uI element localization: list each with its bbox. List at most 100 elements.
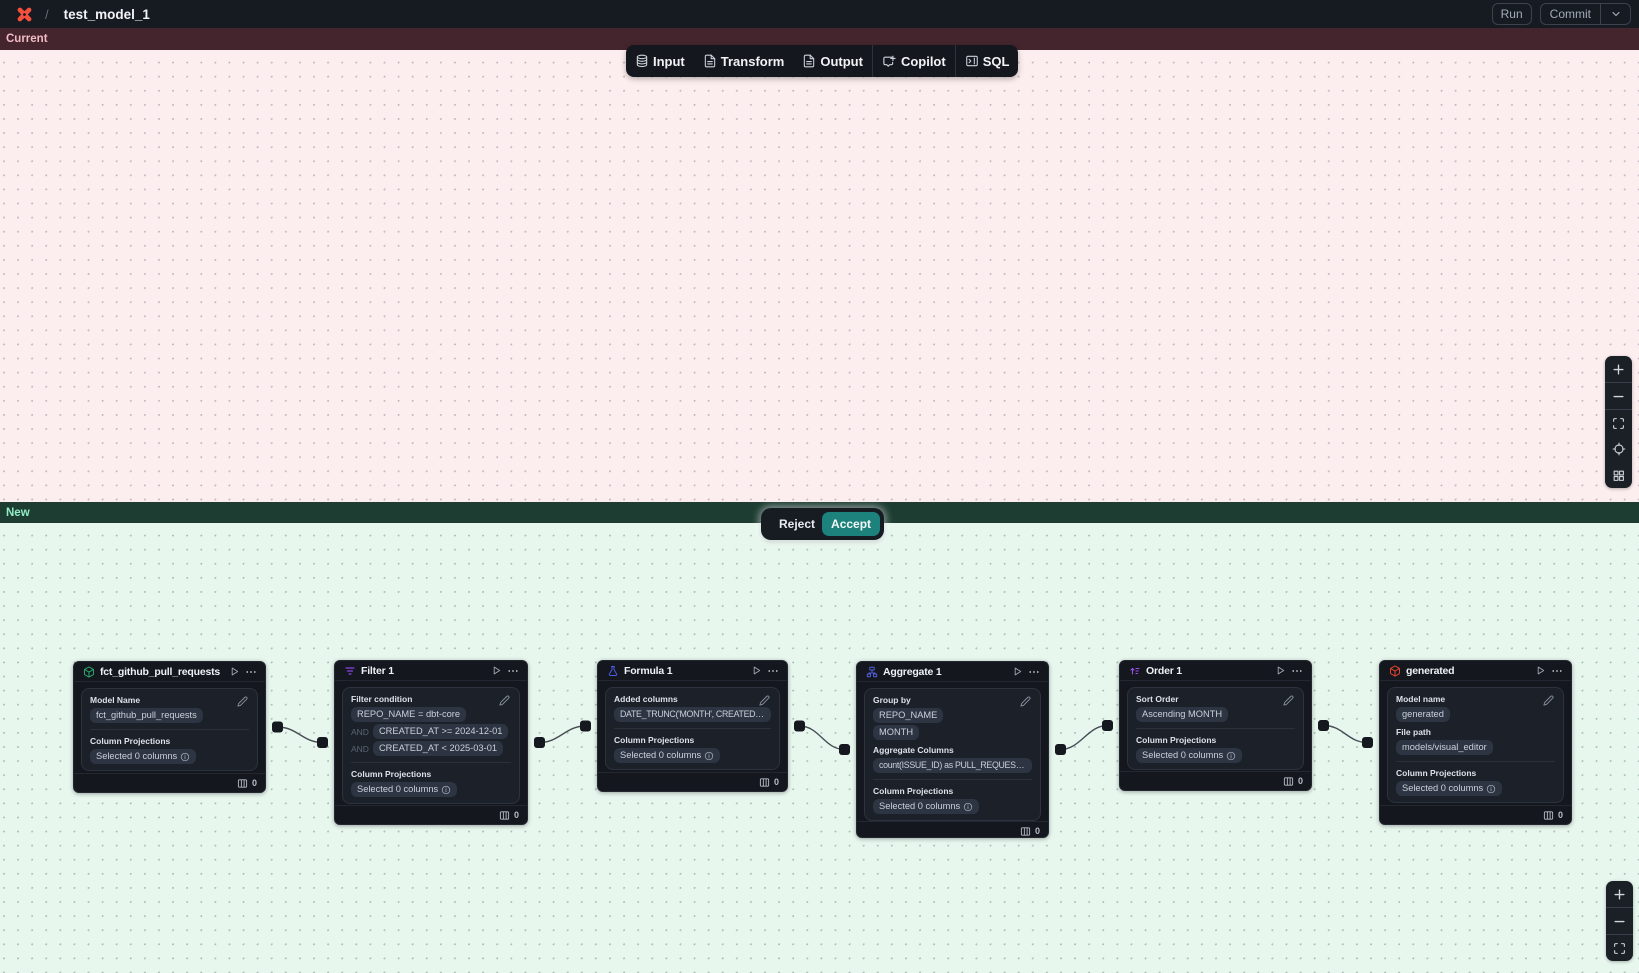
info-icon bbox=[963, 802, 973, 811]
node-header: Aggregate 1 bbox=[857, 662, 1048, 682]
zoom-in-button[interactable] bbox=[1605, 356, 1632, 382]
divider bbox=[90, 729, 249, 730]
zoom-out-button[interactable] bbox=[1606, 908, 1633, 934]
column-count: 0 bbox=[1557, 810, 1563, 820]
edit-pencil-icon[interactable] bbox=[237, 696, 248, 707]
play-icon[interactable] bbox=[751, 665, 762, 676]
columns-icon bbox=[499, 810, 510, 820]
toolbar-item-label: Transform bbox=[720, 53, 785, 69]
column-count: 0 bbox=[251, 778, 257, 788]
ellipsis-menu-icon[interactable] bbox=[1551, 665, 1563, 677]
run-button[interactable]: Run bbox=[1491, 3, 1532, 25]
chevron-down-icon bbox=[1611, 11, 1620, 17]
value-chip: CREATED_AT >= 2024-12-01 bbox=[372, 724, 509, 739]
chip-row: REPO_NAME bbox=[873, 708, 1032, 723]
edit-pencil-icon[interactable] bbox=[1020, 696, 1031, 707]
zoom-in-button[interactable] bbox=[1606, 881, 1633, 907]
graph-node-order-1[interactable]: Order 1 Sort Order Ascending MONTH Colum… bbox=[1119, 660, 1312, 791]
edit-pencil-icon[interactable] bbox=[759, 695, 770, 706]
x-logo-icon[interactable] bbox=[16, 6, 33, 23]
column-count: 0 bbox=[773, 777, 779, 787]
node-footer: 0 bbox=[1380, 805, 1571, 824]
ellipsis-menu-icon[interactable] bbox=[767, 665, 779, 677]
node-title: Order 1 bbox=[1146, 664, 1182, 677]
node-body: Added columns DATE_TRUNC('MONTH', CREATE… bbox=[598, 681, 787, 772]
node-title: fct_github_pull_requests bbox=[100, 665, 221, 678]
ellipsis-menu-icon[interactable] bbox=[507, 665, 519, 677]
node-footer: 0 bbox=[74, 773, 265, 792]
info-icon bbox=[704, 751, 714, 760]
current-version-band: Current bbox=[0, 28, 1639, 50]
columns-icon bbox=[1283, 776, 1294, 786]
toolbar-item-output[interactable]: Output bbox=[793, 45, 872, 77]
divider bbox=[1396, 761, 1555, 762]
divider bbox=[614, 728, 771, 729]
auto-layout-button[interactable] bbox=[1605, 462, 1632, 488]
chip-row: generated bbox=[1396, 707, 1555, 722]
current-label: Current bbox=[6, 33, 48, 45]
node-body: Model Name fct_github_pull_requests Colu… bbox=[74, 682, 265, 773]
fit-view-button[interactable] bbox=[1606, 935, 1633, 961]
node-footer: 0 bbox=[598, 772, 787, 791]
zoom-out-button[interactable] bbox=[1605, 383, 1632, 409]
edit-pencil-icon[interactable] bbox=[1283, 695, 1294, 706]
edit-pencil-icon[interactable] bbox=[1543, 695, 1554, 706]
reject-button[interactable]: Reject bbox=[779, 517, 816, 531]
grid-icon bbox=[1613, 470, 1624, 481]
graph-node-generated[interactable]: generated Model name generated File path… bbox=[1379, 660, 1572, 825]
graph-node-aggregate-1[interactable]: Aggregate 1 Group by REPO_NAME MONTH Agg… bbox=[856, 661, 1049, 838]
ellipsis-menu-icon[interactable] bbox=[1291, 665, 1303, 677]
and-operator: AND bbox=[351, 743, 369, 754]
play-icon[interactable] bbox=[1535, 665, 1546, 676]
chip-row: Selected 0 columns bbox=[614, 748, 771, 763]
breadcrumb-separator: / bbox=[45, 6, 49, 22]
section-label: Aggregate Columns bbox=[873, 745, 954, 755]
node-footer: 0 bbox=[335, 805, 527, 824]
node-body: Filter condition REPO_NAME = dbt-core AN… bbox=[335, 681, 527, 805]
toolbar-item-sql[interactable]: SQL bbox=[956, 45, 1019, 77]
divider bbox=[1605, 382, 1632, 383]
toolbar-item-transform[interactable]: Transform bbox=[694, 45, 794, 77]
columns-icon bbox=[759, 777, 770, 787]
filter-icon bbox=[345, 666, 355, 675]
play-icon[interactable] bbox=[1012, 666, 1023, 677]
value-chip: CREATED_AT < 2025-03-01 bbox=[372, 741, 504, 756]
locate-button[interactable] bbox=[1605, 436, 1632, 462]
current-canvas[interactable] bbox=[0, 50, 1639, 502]
play-icon[interactable] bbox=[229, 666, 240, 677]
value-chip: Selected 0 columns bbox=[351, 782, 458, 797]
commit-button[interactable]: Commit bbox=[1549, 7, 1591, 21]
chip-row: MONTH bbox=[873, 725, 1032, 740]
play-icon[interactable] bbox=[491, 665, 502, 676]
commit-menu-button[interactable] bbox=[1600, 4, 1630, 24]
toolbar-separator bbox=[871, 45, 873, 77]
node-body: Model name generated File path models/vi… bbox=[1380, 681, 1571, 805]
node-title: Aggregate 1 bbox=[883, 665, 942, 678]
section-label: Model name bbox=[1396, 694, 1446, 704]
ellipsis-menu-icon[interactable] bbox=[1028, 666, 1040, 678]
section-label: Column Projections bbox=[614, 735, 695, 745]
chip-row: Selected 0 columns bbox=[90, 749, 249, 764]
fit-view-button[interactable] bbox=[1605, 410, 1632, 436]
toolbar-separator bbox=[954, 45, 956, 77]
section-label: Added columns bbox=[614, 694, 678, 704]
divider bbox=[351, 762, 511, 763]
toolbar-item-copilot[interactable]: Copilot bbox=[873, 45, 955, 77]
page-title: test_model_1 bbox=[63, 6, 150, 22]
value-chip: DATE_TRUNC('MONTH', CREATED_AT… bbox=[614, 707, 771, 722]
graph-node-fct-github-pull-requests[interactable]: fct_github_pull_requests Model Name fct_… bbox=[73, 661, 266, 793]
node-header: Formula 1 bbox=[598, 661, 787, 681]
toolbar-item-input[interactable]: Input bbox=[626, 45, 694, 77]
sort-icon bbox=[1130, 667, 1140, 675]
value-chip: generated bbox=[1396, 707, 1450, 722]
ellipsis-menu-icon[interactable] bbox=[245, 666, 257, 678]
graph-node-filter-1[interactable]: Filter 1 Filter condition REPO_NAME = db… bbox=[334, 660, 528, 825]
value-chip: fct_github_pull_requests bbox=[90, 708, 203, 723]
accept-button[interactable]: Accept bbox=[822, 512, 881, 536]
graph-node-formula-1[interactable]: Formula 1 Added columns DATE_TRUNC('MONT… bbox=[597, 660, 788, 792]
info-icon bbox=[1226, 751, 1236, 760]
play-icon[interactable] bbox=[1275, 665, 1286, 676]
edit-pencil-icon[interactable] bbox=[499, 695, 510, 706]
node-config-card: Sort Order Ascending MONTH Column Projec… bbox=[1127, 687, 1304, 770]
